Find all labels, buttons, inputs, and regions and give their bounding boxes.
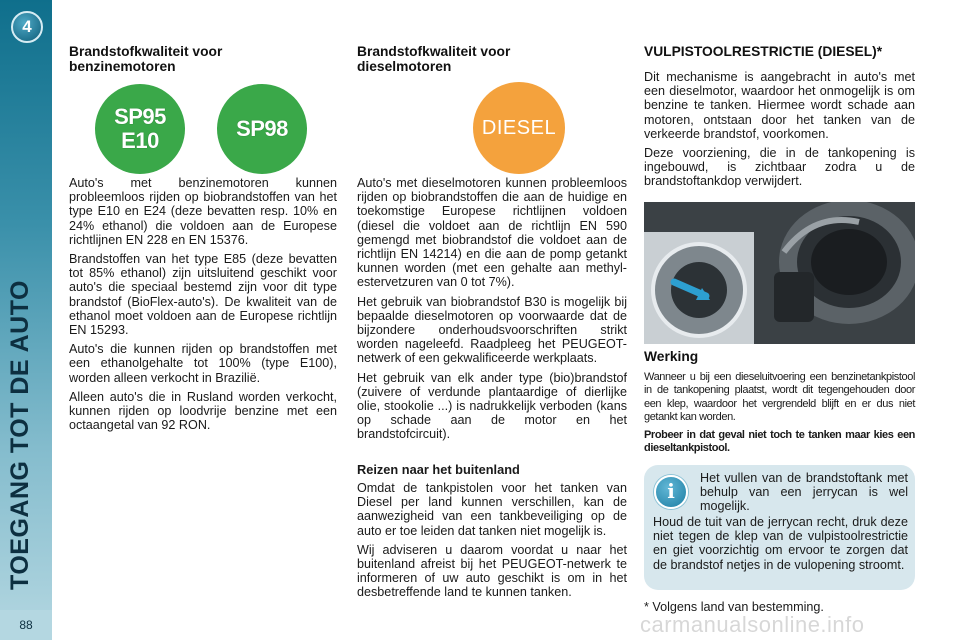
jerrycan-note: i Het vullen van de brandstoftank met be… <box>644 465 915 590</box>
diesel-paragraph: Het gebruik van biobrandstof B30 is moge… <box>357 294 627 366</box>
benzine-paragraph: Brandstoffen van het type E85 (deze beva… <box>69 252 337 338</box>
benzine-body: Auto's met benzinemotoren kunnen problee… <box>69 176 337 437</box>
benzine-paragraph: Auto's die kunnen rijden op brandstoffen… <box>69 342 337 385</box>
restriction-paragraph: Dit mechanisme is aangebracht in auto's … <box>644 70 915 141</box>
diesel-column: Brandstofkwaliteit voor dieselmotoren <box>357 44 627 74</box>
restriction-paragraph: Deze voorziening, die in de tankopening … <box>644 146 915 189</box>
diesel-label: DIESEL <box>481 116 557 139</box>
werking-section: Werking Wanneer u bij een dieseluitvoeri… <box>644 349 915 460</box>
werking-title: Werking <box>644 349 699 364</box>
benzine-title: Brandstofkwaliteit voor benzinemotoren <box>69 44 223 74</box>
footnote: * Volgens land van bestemming. <box>644 600 824 614</box>
chapter-number-badge: 4 <box>11 11 43 43</box>
diesel-paragraph: Auto's met dieselmotoren kunnen probleem… <box>357 176 627 290</box>
werking-text: Wanneer u bij een dieseluitvoering een b… <box>644 371 915 424</box>
travel-section: Reizen naar het buitenland Omdat de tank… <box>357 462 627 605</box>
note-text: Houd de tuit van de jerrycan recht, druk… <box>653 515 908 572</box>
watermark: carmanualsonline.info <box>640 612 865 637</box>
travel-paragraph: Wij adviseren u daarom voordat u naar he… <box>357 542 627 600</box>
fuel-cap-illustration <box>644 202 915 344</box>
diesel-body: Auto's met dieselmotoren kunnen probleem… <box>357 176 627 447</box>
diesel-title: Brandstofkwaliteit voor dieselmotoren <box>357 44 511 74</box>
note-line: Het vullen van de brandstoftank met behu… <box>700 471 908 514</box>
benzine-paragraph: Auto's met benzinemotoren kunnen problee… <box>69 176 337 247</box>
info-icon: i <box>654 475 688 509</box>
chapter-sidebar: 4 TOEGANG TOT DE AUTO 88 <box>0 0 52 640</box>
werking-bold: Probeer in dat geval niet toch te tanken… <box>644 428 915 455</box>
page-number: 88 <box>0 610 52 640</box>
fuel-cap-photo <box>644 202 915 344</box>
travel-title: Reizen naar het buitenland <box>357 462 520 477</box>
e10-label: E10 <box>121 128 159 153</box>
chapter-title: TOEGANG TOT DE AUTO <box>6 280 34 590</box>
travel-paragraph: Omdat de tankpistolen voor het tanken va… <box>357 481 627 538</box>
sp98-badge: SP98 <box>217 84 307 174</box>
benzine-column: Brandstofkwaliteit voor benzinemotoren <box>69 44 337 74</box>
diesel-badge: DIESEL <box>473 82 565 174</box>
sp95-e10-badge: SP95 E10 <box>95 84 185 174</box>
diesel-paragraph: Het gebruik van elk ander type (bio)bran… <box>357 370 627 442</box>
sp98-label: SP98 <box>236 116 288 141</box>
sp95-label: SP95 <box>114 104 166 129</box>
benzine-paragraph: Alleen auto's die in Rusland worden verk… <box>69 389 337 433</box>
restriction-column: VULPISTOOLRESTRICTIE (DIESEL)* Dit mecha… <box>644 44 915 194</box>
restriction-title: VULPISTOOLRESTRICTIE (DIESEL)* <box>644 44 883 59</box>
